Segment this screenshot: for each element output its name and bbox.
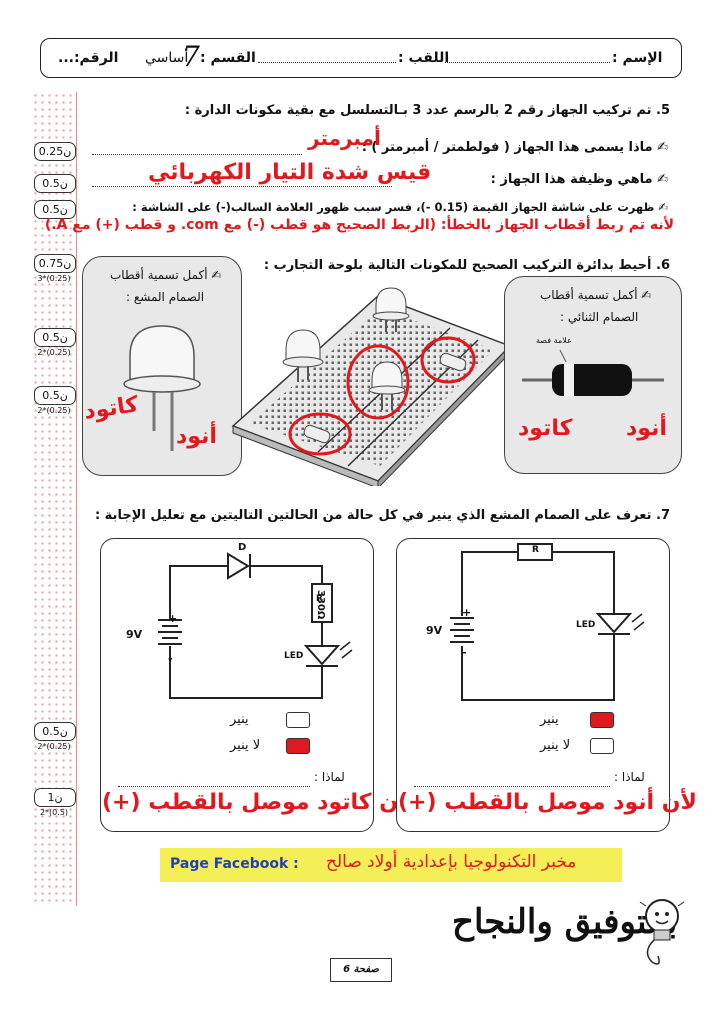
q5-c-answer: لأنه تم ربط أقطاب الجهاز بالخطأ: (الربط … <box>44 217 674 233</box>
circuit-left-minus: - <box>168 652 173 665</box>
circuit-right-diagram <box>450 543 645 701</box>
score-badge: 0.5ن <box>34 328 76 347</box>
facebook-banner <box>160 848 622 882</box>
score-detail: 2*(0.25) <box>37 348 71 357</box>
q5-a-question: ✍ ماذا يسمى هذا الجهاز ( فولطمتر / أمبرم… <box>361 140 668 155</box>
circuit-right-minus: - <box>462 646 467 659</box>
q5-a-line <box>92 154 302 155</box>
q5-b-answer: قيس شدة التيار الكهربائي <box>148 160 432 185</box>
circuit-right-plus: + <box>462 606 472 619</box>
circuit-left-v-label: 9V <box>126 628 143 641</box>
right-answer: لأن أنود موصل بالقطب (+) <box>398 790 697 815</box>
diode-band-label: علامة فصة <box>536 336 572 345</box>
right-not-lights-checkbox[interactable] <box>590 738 614 754</box>
left-not-lights-checkbox[interactable] <box>286 738 310 754</box>
right-not-lights-label: لا ينير <box>540 738 571 753</box>
circuit-right-r-label: R <box>532 545 539 555</box>
surname-label: اللقب : <box>398 50 450 66</box>
good-luck-calligraphy: بالتوفيق والنجاح <box>452 902 678 942</box>
left-not-lights-label: لا ينير <box>230 738 261 753</box>
led-card-sub: الصمام المشع : <box>126 290 205 304</box>
q5-b-line <box>92 186 392 187</box>
diode-cathode-label: كاتود <box>518 416 573 441</box>
circuit-left-r-value: 330Ω <box>315 590 326 620</box>
circuit-left-d-label: D <box>238 542 247 553</box>
q5-title: 5. تم تركيب الجهاز رقم 2 بالرسم عدد 3 بـ… <box>184 103 670 118</box>
surname-field[interactable] <box>258 62 396 63</box>
score-strip <box>32 92 77 906</box>
score-badge: 0.25ن <box>34 142 76 161</box>
score-badge: 0.5ن <box>34 722 76 741</box>
circuit-left-diagram <box>158 552 353 699</box>
score-detail: 2*(0.25) <box>37 742 71 751</box>
circuit-left-led-label: LED <box>284 651 304 661</box>
lab-name: مخبر التكنولوجيا بإعدادية أولاد صالح <box>326 852 577 872</box>
left-lights-checkbox[interactable] <box>286 712 310 728</box>
name-field[interactable] <box>445 62 610 63</box>
score-badge: 0.5ن <box>34 174 76 193</box>
score-detail: 2*(0.25) <box>37 406 71 415</box>
q7-title: 7. تعرف على الصمام المشع الذي ينير في كل… <box>94 508 670 523</box>
circuit-right-v-label: 9V <box>426 624 443 637</box>
facebook-label[interactable]: Page Facebook : <box>170 856 299 872</box>
diode-card-sub: الصمام الثنائي : <box>560 310 639 324</box>
section-value: 7 <box>182 40 200 73</box>
section-label: القسم : <box>200 50 256 66</box>
lightbulb-icon <box>639 899 685 965</box>
breadboard-illustration <box>231 287 512 486</box>
circuit-left-plus: + <box>168 612 178 625</box>
right-why-line <box>414 786 610 787</box>
section-suffix: أساسي <box>145 50 189 66</box>
number-label: الرقم:... <box>58 50 119 66</box>
led-anode-label: أنود <box>176 424 217 449</box>
diode-anode-label: أنود <box>626 416 667 441</box>
circuit-box-right <box>396 538 670 832</box>
diode-card-title: ✍ أكمل تسمية أقطاب <box>540 288 652 302</box>
q5-c-question: ✍ ظهرت على شاشة الجهاز القيمة (0.15 -)، … <box>132 200 668 214</box>
circuit-left-r-label: R <box>316 594 323 604</box>
left-why-label: لماذا : <box>314 770 345 784</box>
left-answer: لأن كاتود موصل بالقطب (+) <box>102 790 415 815</box>
q5-b-question: ✍ ماهي وظيفة هذا الجهاز : <box>490 172 668 187</box>
diode-illustration <box>522 349 664 396</box>
score-detail: 3*(0.25) <box>37 274 71 283</box>
score-badge: 0.75ن <box>34 254 76 273</box>
q6-title: 6. أحيط بدائرة التركيب الصحيح للمكونات ا… <box>263 258 670 273</box>
score-badge: 0.5ن <box>34 200 76 219</box>
left-why-line <box>118 786 310 787</box>
name-label: الإسم : <box>612 50 663 66</box>
led-card-title: ✍ أكمل تسمية أقطاب <box>110 268 222 282</box>
left-lights-label: ينير <box>230 712 249 727</box>
led-illustration <box>123 325 201 451</box>
right-lights-label: ينير <box>540 712 559 727</box>
q5-a-answer: أمبرمتر <box>308 126 381 150</box>
right-why-label: لماذا : <box>614 770 645 784</box>
score-detail: 2*(0.5) <box>39 808 69 817</box>
score-badge: 0.5ن <box>34 386 76 405</box>
score-badge: 1ن <box>34 788 76 807</box>
right-lights-checkbox[interactable] <box>590 712 614 728</box>
circuit-right-led-label: LED <box>576 620 596 630</box>
page-number: صفحة 6 <box>330 958 392 982</box>
student-info-header <box>40 38 682 78</box>
